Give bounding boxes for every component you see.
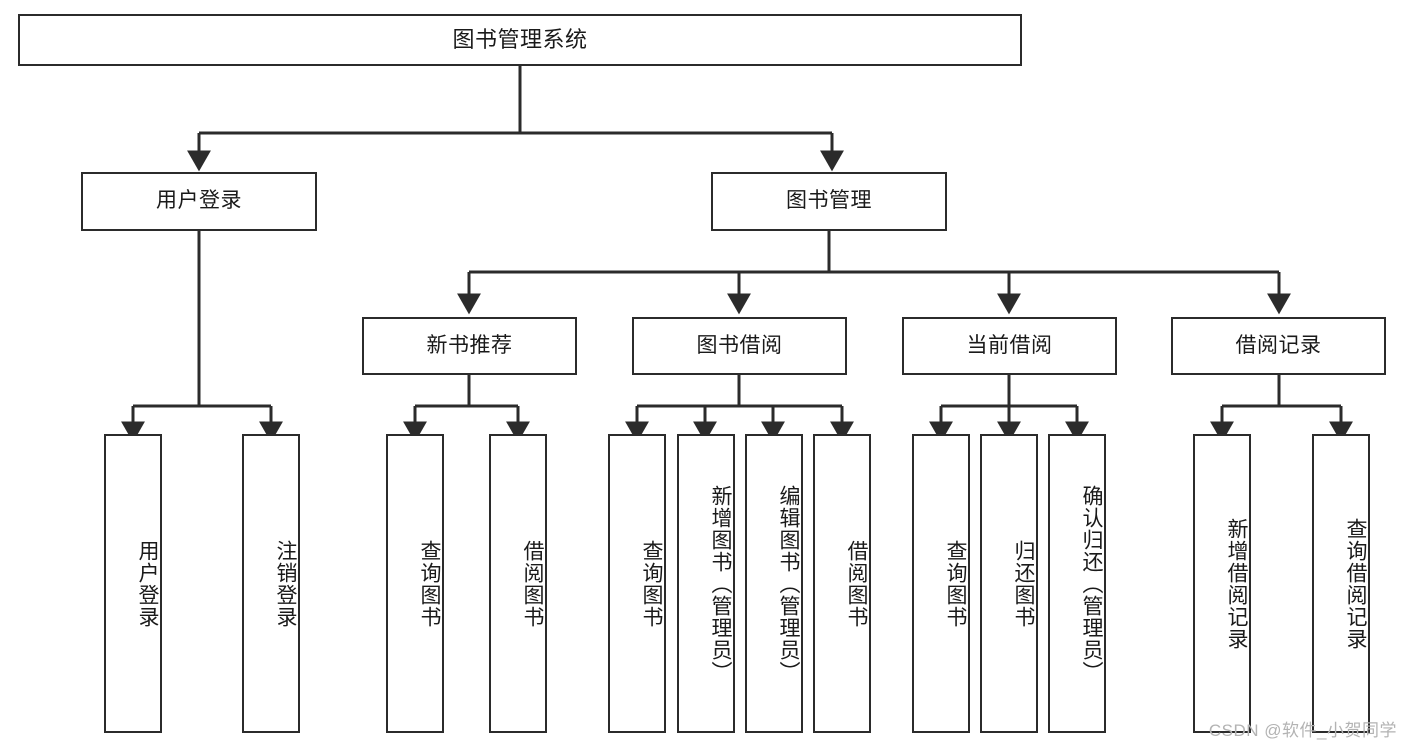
leaf-borrow-record-add-record[interactable]: 新增借阅记录 [1193,434,1251,733]
leaf-book-borrow-borrow-book[interactable]: 借阅图书 [813,434,871,733]
node-label: 图书管理系统 [452,27,588,53]
node-label: 查询图书 [944,539,967,628]
node-label: 新书推荐 [426,333,513,357]
leaf-user-login-login[interactable]: 用户登录 [104,434,162,733]
node-user-login[interactable]: 用户登录 [81,172,317,231]
node-borrow-record[interactable]: 借阅记录 [1171,317,1386,375]
node-new-book-recommend[interactable]: 新书推荐 [362,317,577,375]
node-label: 用户登录 [136,539,159,628]
node-label: 借阅记录 [1235,333,1322,357]
node-label: 图书管理 [786,189,872,213]
node-label: 查询图书 [640,539,663,628]
leaf-current-borrow-query-book[interactable]: 查询图书 [912,434,970,733]
leaf-book-borrow-add-book-admin[interactable]: 新增图书（管理员） [677,434,735,733]
node-label: 查询借阅记录 [1344,517,1367,650]
node-label: 当前借阅 [966,333,1053,357]
leaf-new-book-borrow-book[interactable]: 借阅图书 [489,434,547,733]
node-current-borrow[interactable]: 当前借阅 [902,317,1117,375]
node-label: 借阅图书 [521,539,544,628]
leaf-new-book-query-book[interactable]: 查询图书 [386,434,444,733]
node-label: 归还图书 [1012,539,1035,628]
node-label: 新增图书（管理员） [709,484,732,683]
leaf-book-borrow-query-book[interactable]: 查询图书 [608,434,666,733]
node-label: 查询图书 [418,539,441,628]
node-root-book-management-system[interactable]: 图书管理系统 [18,14,1022,66]
leaf-user-login-logout[interactable]: 注销登录 [242,434,300,733]
node-label: 注销登录 [274,539,297,628]
node-label: 用户登录 [156,189,242,213]
leaf-current-borrow-return-book[interactable]: 归还图书 [980,434,1038,733]
node-label: 确认归还（管理员） [1080,484,1103,683]
node-label: 图书借阅 [696,333,783,357]
leaf-book-borrow-edit-book-admin[interactable]: 编辑图书（管理员） [745,434,803,733]
node-label: 借阅图书 [845,539,868,628]
node-book-management[interactable]: 图书管理 [711,172,947,231]
watermark: CSDN @软件_小贺同学 [1208,721,1397,740]
node-label: 编辑图书（管理员） [777,484,800,683]
leaf-borrow-record-query-record[interactable]: 查询借阅记录 [1312,434,1370,733]
node-label: 新增借阅记录 [1225,517,1248,650]
node-book-borrow[interactable]: 图书借阅 [632,317,847,375]
leaf-current-borrow-confirm-return-admin[interactable]: 确认归还（管理员） [1048,434,1106,733]
